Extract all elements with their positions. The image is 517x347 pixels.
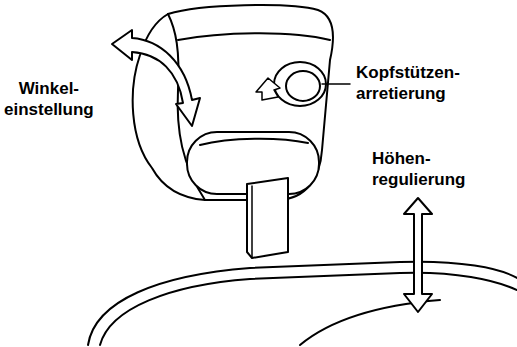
pad-highlight <box>200 139 308 145</box>
headrest-post <box>247 178 288 258</box>
seat-back-outline <box>88 262 517 345</box>
angle-arrow <box>112 30 200 126</box>
height-label: Höhen- regulierung <box>372 148 466 190</box>
lock-button-face <box>286 71 320 101</box>
angle-label: Winkel- einstellung <box>4 78 94 120</box>
lock-button <box>274 62 326 106</box>
lock-label: Kopfstützen- arretierung <box>356 62 460 104</box>
headrest-body <box>133 5 333 200</box>
press-arrow <box>256 78 280 100</box>
post-edge <box>251 186 253 257</box>
height-arrow <box>404 198 432 312</box>
seat-back-seam <box>100 273 517 345</box>
leader-line <box>322 83 350 85</box>
headrest-top-edge <box>178 33 330 40</box>
